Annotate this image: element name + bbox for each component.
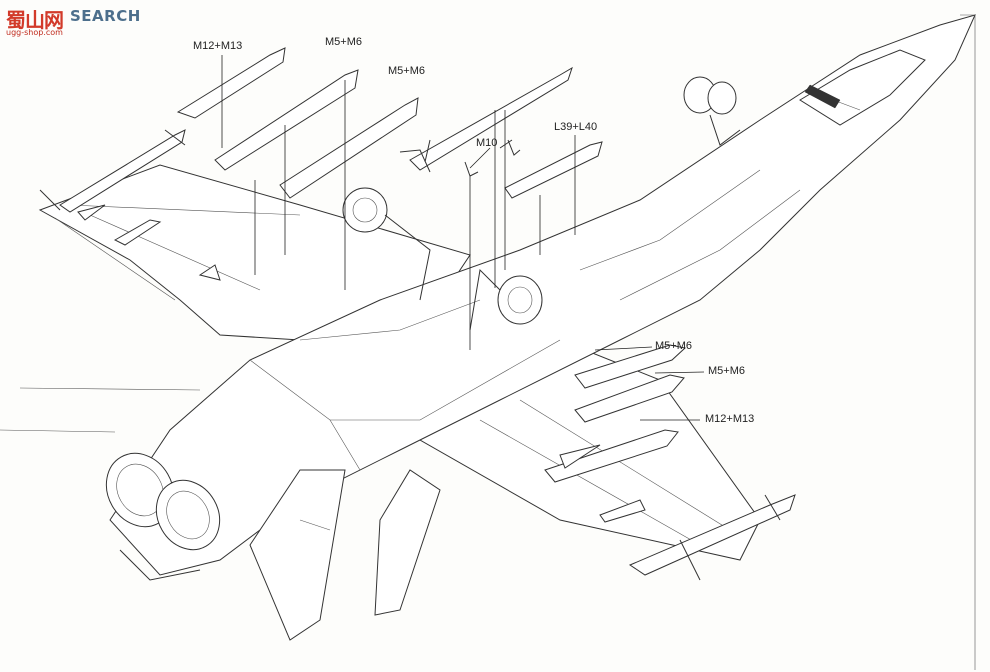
watermark-cjk: 蜀山网	[6, 8, 64, 32]
callout-m10: M10	[476, 137, 498, 149]
callout-l39-l40: L39+L40	[554, 121, 598, 133]
engine-nozzles	[105, 452, 221, 581]
leader-lines-lower	[594, 346, 705, 421]
landing-gear	[342, 76, 741, 331]
callout-m12-m13-upper: M12+M13	[193, 40, 243, 52]
reference-lines	[0, 14, 976, 670]
fuselage	[109, 14, 976, 576]
callout-m5-m6-upper-1: M5+M6	[325, 36, 362, 48]
callout-m5-m6-lower-2: M5+M6	[708, 365, 745, 377]
leader-lines-upper	[221, 55, 576, 350]
tail-fins	[249, 469, 441, 641]
callout-m12-m13-lower: M12+M13	[705, 413, 755, 425]
watermark-logo: 蜀山网 SEARCH ugg-shop.com	[4, 4, 164, 37]
stores-upper	[39, 47, 603, 281]
stores-lower	[544, 344, 796, 581]
callout-m5-m6-lower-1: M5+M6	[655, 340, 692, 352]
watermark-word: SEARCH	[70, 7, 141, 25]
callout-m5-m6-upper-2: M5+M6	[388, 65, 425, 77]
watermark-url: ugg-shop.com	[6, 28, 63, 37]
